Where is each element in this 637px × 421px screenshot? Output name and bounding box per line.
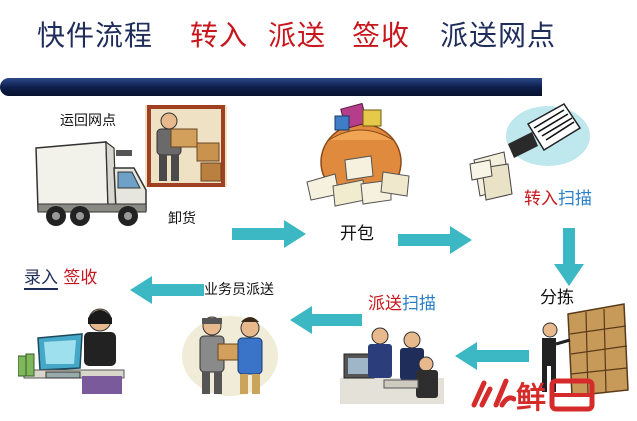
label-dispatch-scan-a: 派送 xyxy=(368,294,402,314)
truck-icon xyxy=(35,140,147,226)
label-dispatch-scan: 派送扫描 xyxy=(368,296,436,313)
watermark-logo-icon-2 xyxy=(549,378,595,412)
computer-operator-icon xyxy=(18,308,125,394)
sorting-shelf-icon xyxy=(542,303,629,397)
title-banner xyxy=(0,78,542,96)
office-workers-icon xyxy=(340,327,444,404)
arrow-down xyxy=(554,228,584,286)
label-sign: 签收 xyxy=(63,268,98,288)
label-transfer-scan-a: 转入 xyxy=(524,189,558,209)
title-station: 派送网点 xyxy=(440,19,557,52)
title-step-transfer: 转入 xyxy=(190,19,249,52)
couriers-icon xyxy=(182,316,278,396)
label-courier-delivery: 业务员派送 xyxy=(204,282,274,298)
arrow-right-2 xyxy=(398,226,472,254)
watermark-text: 鲜 xyxy=(516,381,546,416)
arrow-right-1 xyxy=(232,220,306,248)
worker-icon xyxy=(145,105,227,187)
label-record: 录入 xyxy=(24,268,58,290)
watermark-logo: 鲜 xyxy=(468,374,602,416)
arrow-left-2 xyxy=(290,306,362,334)
label-record-sign: 录入 签收 xyxy=(24,268,98,290)
label-dispatch-scan-b: 扫描 xyxy=(402,294,436,314)
label-unload: 卸货 xyxy=(168,211,196,227)
label-return-station: 运回网点 xyxy=(60,113,116,129)
arrow-left-1 xyxy=(455,342,529,370)
label-transfer-scan-b: 扫描 xyxy=(558,189,592,209)
title-main: 快件流程 xyxy=(37,19,154,52)
arrow-left-3 xyxy=(130,276,204,304)
label-sorting: 分拣 xyxy=(540,288,574,308)
mailbag-icon xyxy=(306,102,410,207)
scanner-icon xyxy=(469,103,590,201)
watermark-logo-icon xyxy=(471,378,516,408)
label-transfer-scan: 转入扫描 xyxy=(524,191,592,208)
label-open-package: 开包 xyxy=(340,224,374,244)
title-step-dispatch: 派送 xyxy=(268,19,327,52)
title-step-sign: 签收 xyxy=(352,19,411,52)
